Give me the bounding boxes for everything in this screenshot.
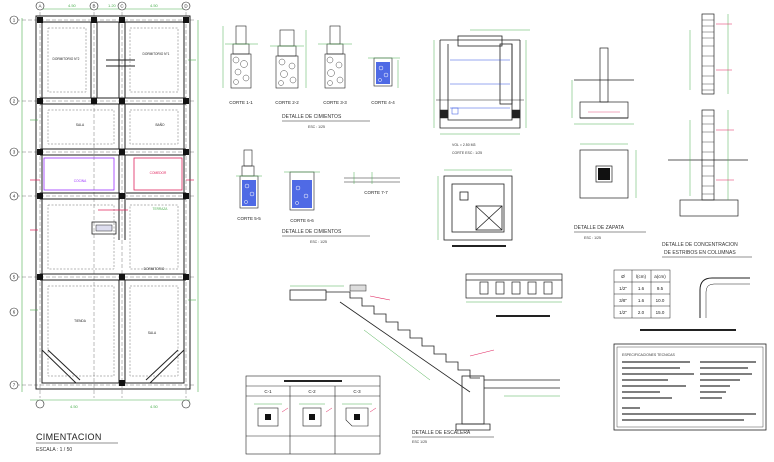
stair-detail: DETALLE DE ESCALERA ESC 1/25 [289, 284, 560, 444]
room-label: DORMITORIO N°1 [143, 52, 170, 56]
column-types-table: C-1 C-2 C-3 [245, 375, 381, 455]
cistern-cut: CORTE ESC : 1/25 [452, 151, 482, 155]
column-stirrups: DETALLE DE CONCENTRACION DE ESTRIBOS EN … [662, 13, 752, 258]
room-label: TIENDA [74, 319, 87, 323]
room-label: TERRAZA [153, 207, 169, 211]
rebar-cell: 3/8" [619, 298, 627, 303]
details-title: DETALLE DE CIMIENTOS [282, 114, 342, 120]
grid-bubble [35, 399, 45, 409]
plan-title: CIMENTACION [36, 432, 102, 442]
grid-label: D [184, 4, 188, 9]
stair-title: DETALLE DE ESCALERA [412, 430, 471, 436]
rebar-cell: 1/2" [619, 286, 627, 291]
grid-label: 2 [13, 99, 16, 104]
rebar-cell: 1.6 [638, 298, 645, 303]
grid-bubble [9, 96, 19, 106]
room-label: COMEDOR [150, 171, 167, 175]
grid-bubble [9, 15, 19, 25]
general-notes: ESPECIFICACIONES TECNICAS [613, 343, 767, 431]
rebar-header: Ø [621, 274, 625, 279]
room-label: COCINA [74, 179, 87, 183]
foundation-details-top: CORTE 1-1 CORTE 2-2 CORTE 3-3 CORTE 4-4 … [222, 25, 400, 129]
grid-label: A [38, 4, 41, 9]
grid-label: 7 [13, 383, 16, 388]
stair-scale: ESC 1/25 [412, 440, 427, 444]
rebar-cell: 1.6 [638, 286, 645, 291]
beam-section [465, 273, 563, 317]
room-label: DORMITORIO N°2 [53, 57, 80, 61]
rebar-cell: 15.0 [656, 310, 665, 315]
details-scale: ESC : 1/25 [308, 125, 325, 129]
cut-label: CORTE 7-7 [364, 190, 388, 195]
svg-text:4.50: 4.50 [150, 3, 159, 8]
cut-label: CORTE 6-6 [290, 218, 314, 223]
rebar-cell: 10.0 [656, 298, 665, 303]
grid-bubble [9, 191, 19, 201]
rebar-table: Ø l(cm) a(cm) 1/2" 1.6 9.5 3/8" 1.6 10.0… [613, 269, 750, 331]
svg-text:4.50: 4.50 [68, 3, 77, 8]
footing-detail: DETALLE DE ZAPATA ESC : 1/25 [571, 47, 646, 240]
svg-text:1.20: 1.20 [108, 3, 117, 8]
details-title-2: DETALLE DE CIMIENTOS [282, 229, 342, 235]
svg-text:4.50: 4.50 [150, 404, 159, 409]
grid-bubble [117, 1, 127, 11]
grid-bubble [181, 1, 191, 11]
foundation-plan: 4.50 1.20 4.50 4.50 4.50 [9, 1, 199, 453]
grid-bubble [9, 380, 19, 390]
room-label: BAÑO [155, 122, 165, 127]
cistern-section: VOL = 2.50 M3 CORTE ESC : 1/25 [433, 29, 530, 155]
stirrups-title-2: DE ESTRIBOS EN COLUMNAS [664, 250, 736, 256]
details-scale-2: ESC : 1/25 [310, 240, 327, 244]
rebar-cell: 1/2" [619, 310, 627, 315]
footing-scale: ESC : 1/25 [584, 236, 601, 240]
room-label: SALA [148, 331, 157, 335]
grid-bubble [9, 272, 19, 282]
svg-text:4.50: 4.50 [70, 404, 79, 409]
footing-title: DETALLE DE ZAPATA [574, 225, 625, 231]
grid-bubble [9, 307, 19, 317]
stirrups-title-1: DETALLE DE CONCENTRACION [662, 242, 738, 248]
foundation-details-bottom: CORTE 5-5 CORTE 6-6 CORTE 7-7 DETALLE DE… [236, 149, 400, 244]
cut-label: CORTE 5-5 [237, 216, 261, 221]
column-type-header: C-1 [264, 389, 272, 394]
cistern-plan [437, 169, 513, 247]
grid-bubble [89, 1, 99, 11]
room-label: DORMITORIO [144, 267, 165, 271]
column-type-header: C-2 [308, 389, 316, 394]
rebar-header: l(cm) [636, 274, 646, 279]
rebar-cell: 9.5 [657, 286, 664, 291]
cut-label: CORTE 4-4 [371, 100, 395, 105]
rebar-header: a(cm) [654, 274, 666, 279]
grid-bubble [181, 399, 191, 409]
grid-bubbles [9, 1, 191, 409]
grid-label: C [120, 4, 124, 9]
grid-bubble [35, 1, 45, 11]
grid-label: 5 [13, 275, 16, 280]
cut-label: CORTE 1-1 [229, 100, 253, 105]
room-label: SALA [76, 123, 85, 127]
cut-label: CORTE 2-2 [275, 100, 299, 105]
grid-label: 1 [13, 18, 16, 23]
plan-scale: ESCALA : 1 / 50 [36, 447, 72, 453]
column-type-header: C-3 [353, 389, 361, 394]
grid-label: 4 [13, 194, 16, 199]
grid-label: 3 [13, 150, 16, 155]
grid-bubble [9, 147, 19, 157]
cut-label: CORTE 3-3 [323, 100, 347, 105]
grid-label: 6 [13, 310, 16, 315]
grid-label: B [92, 4, 95, 9]
notes-title: ESPECIFICACIONES TECNICAS [622, 353, 676, 357]
rebar-cell: 2.0 [638, 310, 645, 315]
cistern-volume: VOL = 2.50 M3 [452, 143, 476, 147]
